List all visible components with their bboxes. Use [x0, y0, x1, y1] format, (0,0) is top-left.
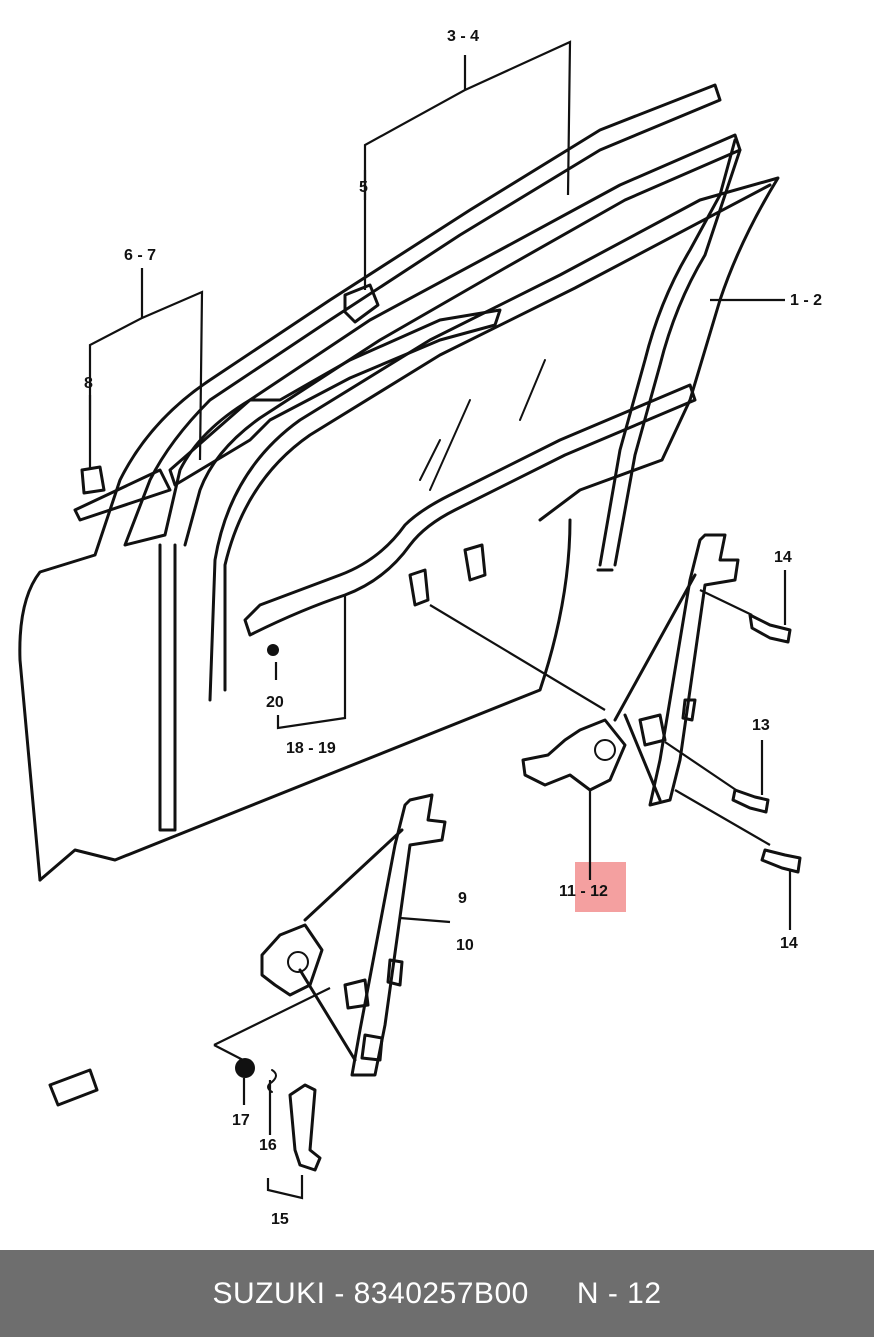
door-window-regulator-diagram: 3 - 4 5 6 - 7 8 1 - 2 14 13 20 18 - 19 1… [18, 28, 822, 1228]
callout-20: 20 [266, 694, 284, 711]
callout-5: 5 [359, 179, 368, 196]
callout-15: 15 [271, 1211, 289, 1228]
callout-6-7: 6 - 7 [124, 247, 156, 264]
footer-bar: SUZUKI - 8340257B00 N - 12 [0, 1250, 874, 1337]
part-number-label: SUZUKI - 8340257B00 [212, 1276, 529, 1310]
callout-17: 17 [232, 1112, 250, 1129]
callout-8: 8 [84, 375, 93, 392]
callout-9: 9 [458, 890, 467, 907]
callout-1-2: 1 - 2 [790, 292, 822, 309]
door-panel [18, 83, 780, 882]
reference-label: N - 12 [576, 1276, 662, 1310]
regulator-assembly-lower [48, 793, 447, 1172]
callout-11-12: 11 - 12 [559, 883, 608, 900]
callout-3-4: 3 - 4 [447, 28, 479, 45]
callout-16: 16 [259, 1137, 277, 1154]
callout-leader-lines [88, 40, 792, 1200]
highlight-box [575, 862, 626, 912]
callout-10: 10 [456, 937, 474, 954]
callout-labels: 3 - 4 5 6 - 7 8 1 - 2 14 13 20 18 - 19 1… [84, 28, 822, 1228]
callout-13: 13 [752, 717, 770, 734]
regulator-assembly-upper [521, 533, 802, 874]
callout-18-19: 18 - 19 [286, 740, 336, 757]
callout-14-lower: 14 [780, 935, 798, 952]
callout-14-upper: 14 [774, 549, 792, 566]
